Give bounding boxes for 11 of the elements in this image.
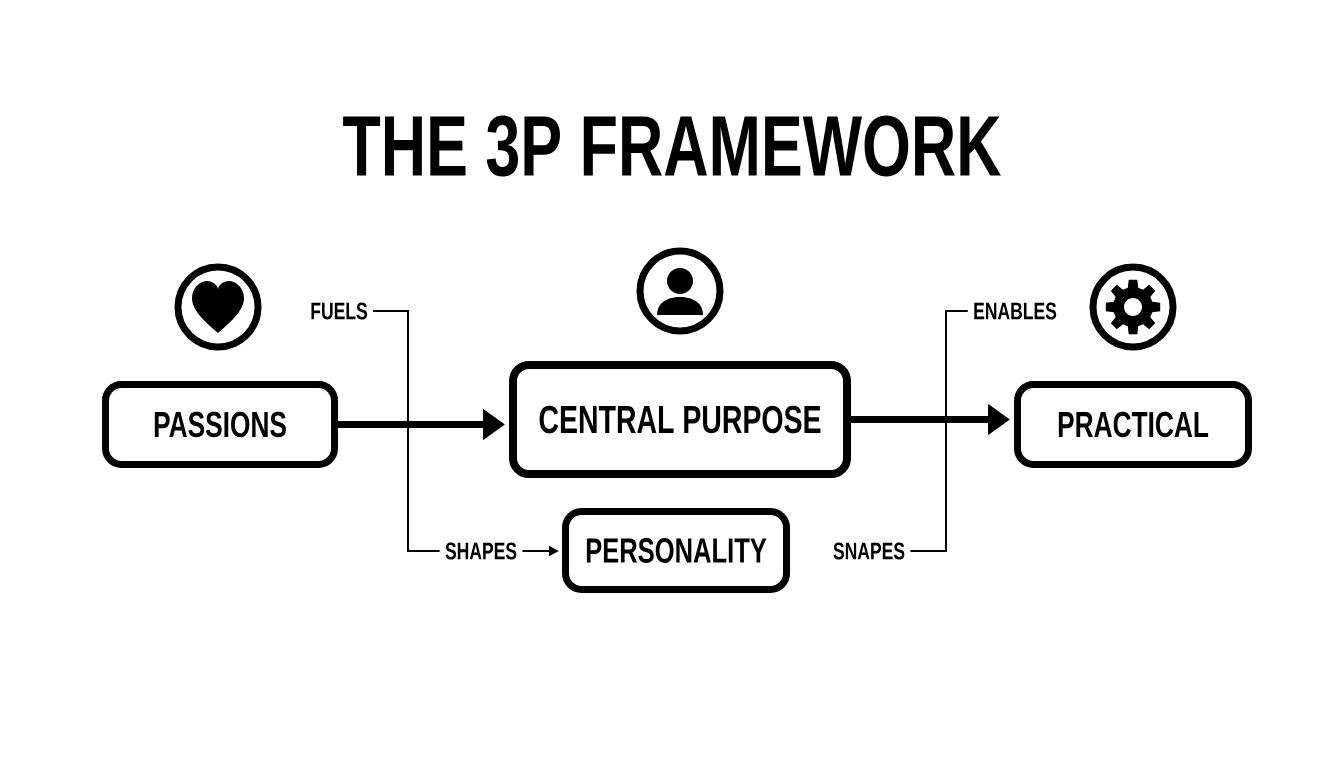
process-box: PRACTICAL [1014,381,1252,468]
relation-label: SNAPES [833,542,905,560]
relation-label: FUELS [311,302,368,320]
connector-line [372,310,441,552]
title: THE 3P FRAMEWORK [343,115,1001,177]
relation-label: SHAPES [445,542,517,560]
process-box: CENTRAL PURPOSE [509,361,851,478]
process-box: PERSONALITY [562,508,790,593]
connector-line [909,310,969,552]
relation-label: ENABLES [974,302,1057,320]
process-box: PASSIONS [102,381,338,468]
